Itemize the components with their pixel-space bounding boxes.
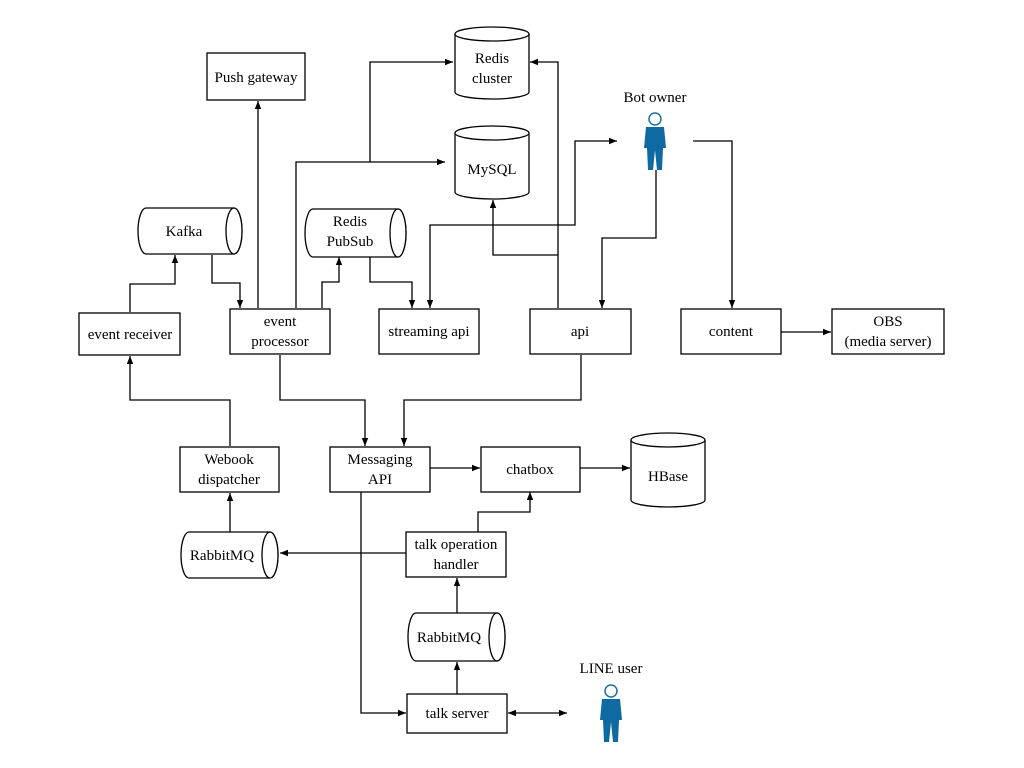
node-rabbitmq-bottom-label: RabbitMQ [417, 630, 481, 646]
node-event-receiver-label: event receiver [88, 327, 173, 343]
edges [126, 58, 831, 717]
node-kafka: Kafka [137, 207, 243, 255]
actor-line-user: LINE user [580, 661, 643, 742]
node-messaging-api-label-1: Messaging [348, 452, 413, 468]
node-redis-cluster-label-1: Redis [475, 51, 509, 67]
node-push-gateway: Push gateway [206, 52, 306, 101]
node-obs: OBS (media server) [831, 308, 945, 355]
node-event-receiver: event receiver [78, 312, 181, 356]
node-streaming-api: streaming api [378, 308, 480, 355]
node-content: content [680, 308, 782, 355]
edge-event-processor-to-redis-cluster [369, 58, 453, 162]
actor-line-user-label: LINE user [580, 661, 643, 677]
line-user-person-icon [600, 684, 622, 742]
node-redis-pubsub: Redis PubSub [304, 208, 407, 258]
node-talk-operation-handler-label-1: talk operation [415, 537, 498, 553]
edge-bot-owner-to-api [598, 170, 657, 308]
edge-bot-owner-to-content [693, 140, 736, 308]
node-api: api [529, 308, 632, 355]
node-event-processor: event processor [229, 308, 331, 355]
edge-talk-op-handler-to-chatbox [477, 492, 534, 532]
node-mysql-label: MySQL [467, 162, 516, 178]
edge-event-processor-to-redis-pubsub [321, 257, 343, 308]
edge-api-to-redis-cluster [530, 58, 559, 255]
node-talk-operation-handler: talk operation handler [405, 531, 507, 578]
node-messaging-api-label-2: API [368, 472, 392, 488]
node-webhook-dispatcher-label-1: Webook [204, 452, 254, 468]
node-streaming-api-label: streaming api [388, 324, 469, 340]
edge-event-processor-to-mysql [295, 158, 445, 308]
node-event-processor-label-1: event [264, 314, 297, 330]
edge-api-to-messaging-api [400, 355, 582, 446]
node-talk-operation-handler-label-2: handler [434, 557, 479, 573]
node-talk-server: talk server [406, 693, 508, 734]
node-webhook-dispatcher: Webook dispatcher [179, 446, 280, 493]
node-messaging-api: Messaging API [329, 446, 431, 493]
node-mysql: MySQL [454, 125, 530, 200]
node-event-processor-label-2: processor [251, 334, 308, 350]
node-hbase: HBase [630, 432, 706, 508]
node-obs-label-1: OBS [873, 314, 902, 330]
node-rabbitmq-bottom: RabbitMQ [407, 612, 506, 662]
node-redis-pubsub-label-2: PubSub [327, 234, 374, 250]
node-redis-cluster-label-2: cluster [472, 71, 512, 87]
node-hbase-label: HBase [648, 469, 688, 485]
edge-kafka-to-event-processor [211, 255, 244, 308]
bot-owner-person-icon [644, 112, 666, 170]
node-chatbox: chatbox [480, 446, 581, 493]
edge-streaming-api-bot-owner [426, 137, 617, 308]
node-obs-label-2: (media server) [844, 334, 931, 350]
actor-bot-owner-label: Bot owner [624, 90, 687, 106]
edge-event-processor-to-messaging-api [279, 355, 369, 446]
edge-api-to-mysql [489, 200, 559, 308]
node-rabbitmq-left-label: RabbitMQ [190, 548, 254, 564]
node-api-label: api [571, 324, 589, 340]
edge-redis-pubsub-to-streaming-api [369, 257, 416, 308]
node-push-gateway-label: Push gateway [215, 70, 298, 86]
node-talk-server-label: talk server [426, 706, 489, 722]
node-chatbox-label: chatbox [506, 462, 554, 478]
node-kafka-label: Kafka [166, 224, 203, 240]
edge-event-receiver-to-kafka [129, 255, 179, 312]
node-webhook-dispatcher-label-2: dispatcher [198, 472, 260, 488]
actor-bot-owner: Bot owner [624, 90, 687, 170]
edge-webhook-dispatcher-to-event-receiver [126, 356, 231, 446]
node-redis-pubsub-label-1: Redis [333, 214, 367, 230]
node-redis-cluster: Redis cluster [454, 26, 530, 100]
node-rabbitmq-left: RabbitMQ [180, 531, 279, 579]
node-content-label: content [709, 324, 754, 340]
edge-messaging-api-to-talk-server [360, 492, 406, 717]
